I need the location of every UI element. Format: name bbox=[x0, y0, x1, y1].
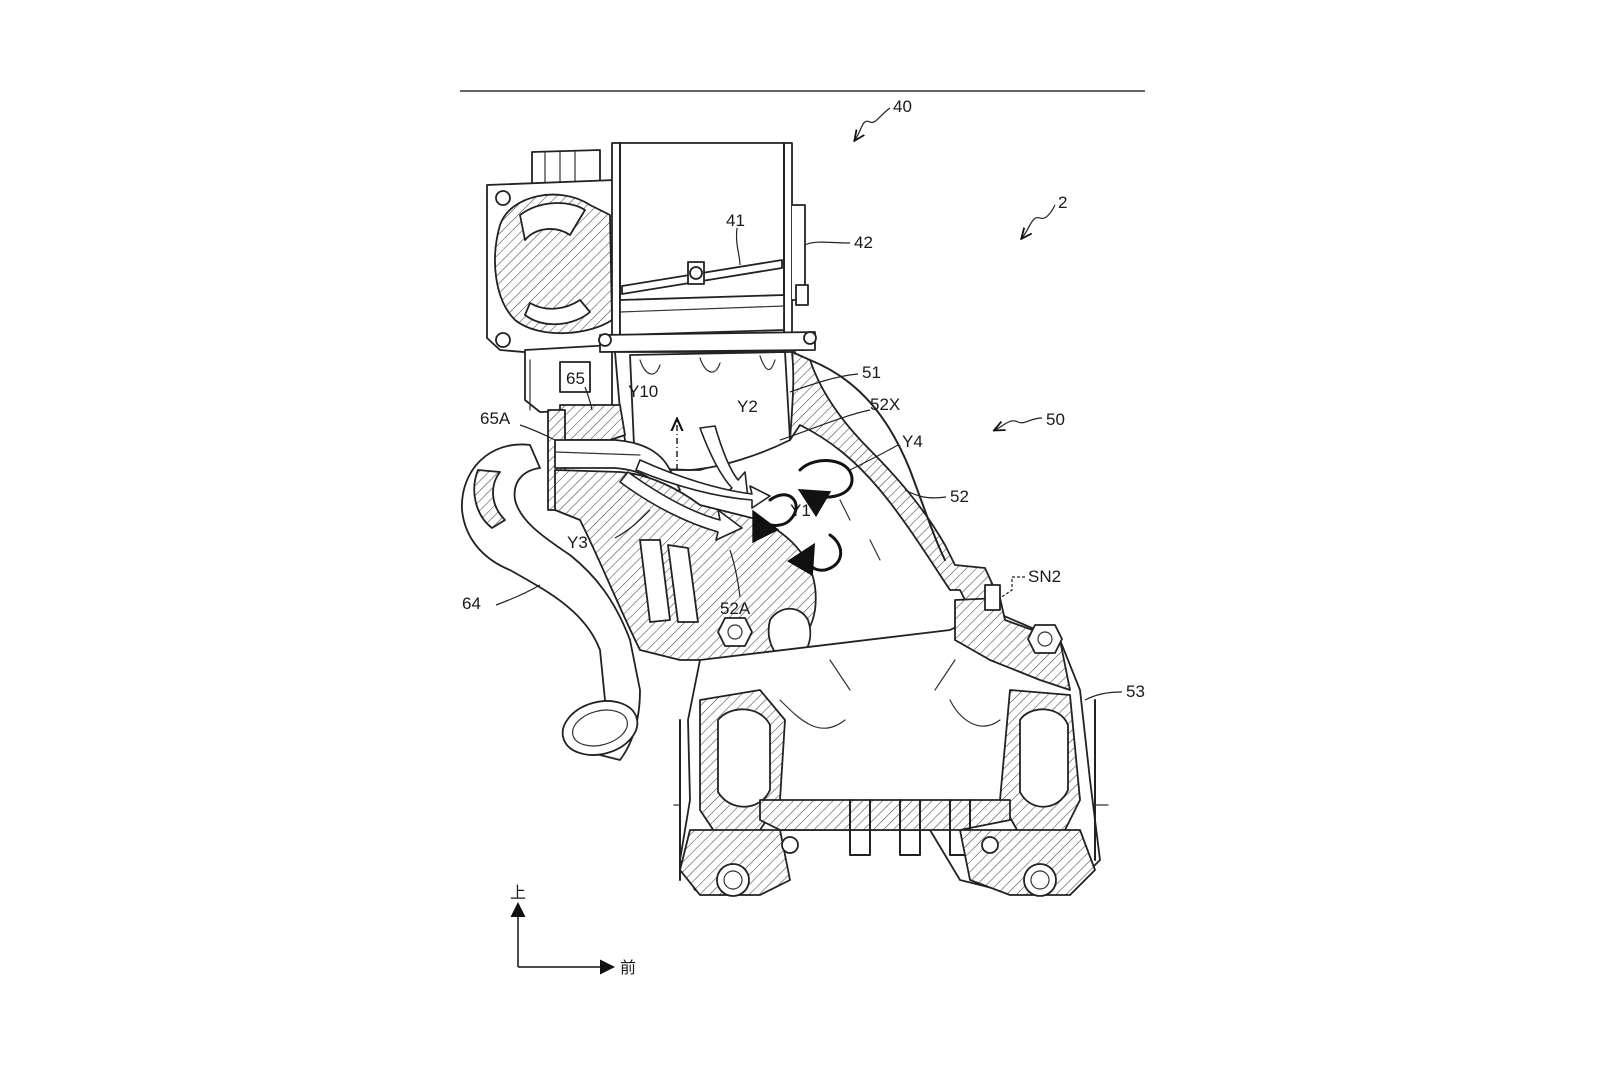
axis-up-label: 上 bbox=[510, 883, 526, 902]
label-65: 65 bbox=[566, 369, 585, 388]
swirl-y1-a bbox=[752, 493, 798, 544]
intake-manifold-50 bbox=[547, 331, 996, 663]
label-Y10: Y10 bbox=[628, 382, 658, 401]
bolt-right bbox=[1027, 624, 1063, 654]
flow-arrow-y3 bbox=[619, 471, 743, 541]
label-Y3: Y3 bbox=[567, 533, 588, 552]
label-2: 2 bbox=[1058, 193, 1067, 212]
label-40: 40 bbox=[893, 97, 912, 116]
orientation-axes: 上 前 bbox=[510, 883, 636, 977]
label-53: 53 bbox=[1126, 682, 1145, 701]
label-52X: 52X bbox=[870, 395, 900, 414]
axis-front-label: 前 bbox=[620, 958, 636, 977]
label-Y2: Y2 bbox=[737, 397, 758, 416]
label-64: 64 bbox=[462, 594, 481, 613]
pipe-64 bbox=[461, 443, 641, 761]
flow-arrow-main bbox=[635, 459, 771, 509]
lower-manifold-53 bbox=[673, 584, 1109, 897]
label-42: 42 bbox=[854, 233, 873, 252]
label-Y1: Y1 bbox=[790, 501, 811, 520]
label-65A: 65A bbox=[480, 409, 511, 428]
swirl-y1-b bbox=[786, 533, 843, 577]
flow-arrows bbox=[619, 420, 881, 577]
label-50: 50 bbox=[1046, 410, 1065, 429]
leader-lines bbox=[495, 107, 1123, 701]
reference-labels: 40 2 41 42 51 52X 50 Y4 65 Y10 Y2 65A 52… bbox=[462, 97, 1145, 701]
throttle-body-40 bbox=[611, 142, 809, 336]
label-52A: 52A bbox=[720, 599, 751, 618]
label-Y4: Y4 bbox=[902, 432, 923, 451]
label-41: 41 bbox=[726, 211, 745, 230]
bolt-left bbox=[717, 617, 753, 647]
label-SN2: SN2 bbox=[1028, 567, 1061, 586]
actuator-housing bbox=[486, 149, 616, 413]
label-52: 52 bbox=[950, 487, 969, 506]
swirl-y4 bbox=[797, 459, 854, 518]
label-51: 51 bbox=[862, 363, 881, 382]
